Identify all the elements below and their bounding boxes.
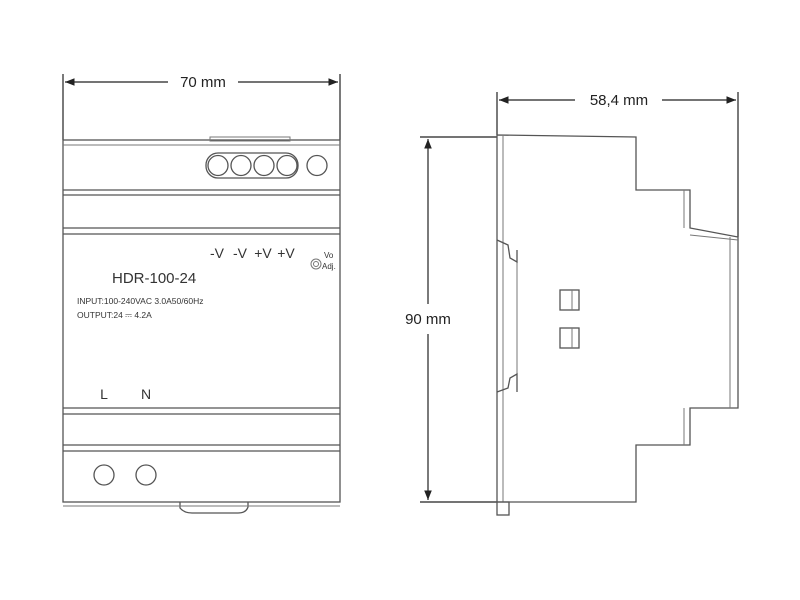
top-groove (209, 136, 291, 142)
width-dimension: 70 mm (62, 74, 341, 140)
input-label-n: N (141, 386, 151, 402)
height-dimension: 90 mm (405, 136, 497, 503)
vo-label: Vo (324, 251, 334, 260)
terminal-screw-icon (276, 154, 298, 177)
depth-dimension: 58,4 mm (496, 92, 739, 237)
adj-label: Adj. (322, 262, 336, 271)
output-label-3: +V (254, 245, 272, 261)
terminal-screw-icon (207, 154, 229, 177)
output-label-4: +V (277, 245, 295, 261)
output-terminal-block (205, 152, 328, 179)
side-profile-outline (496, 134, 739, 503)
input-label-l: L (100, 386, 108, 402)
front-body-outline (62, 139, 341, 503)
model-name: HDR-100-24 (112, 270, 196, 287)
terminal-screw-icon (253, 154, 275, 177)
width-dimension-label: 70 mm (180, 74, 226, 91)
din-clip (179, 502, 249, 514)
front-view: 70 mm -V -V +V +V Vo Adj. (62, 74, 341, 514)
output-label-1: -V (210, 245, 225, 261)
adjust-potentiometer-icon (306, 154, 328, 177)
height-dimension-label: 90 mm (405, 311, 451, 328)
depth-dimension-label: 58,4 mm (590, 92, 648, 109)
side-bottom-tab (496, 501, 510, 516)
output-label-2: -V (233, 245, 248, 261)
side-view: 58,4 mm 90 mm (405, 92, 739, 516)
din-rail-lower-hook (496, 372, 518, 393)
output-spec: OUTPUT:24 ⎓ 4.2A (77, 310, 152, 320)
input-screw-l-icon (93, 464, 115, 486)
side-vent-slots (559, 289, 580, 349)
input-screw-n-icon (135, 464, 157, 486)
terminal-screw-icon (230, 154, 252, 177)
input-spec: INPUT:100-240VAC 3.0A50/60Hz (77, 296, 203, 306)
din-rail-upper-hook (496, 239, 518, 264)
vo-adjust-indicator: Vo Adj. (310, 251, 336, 271)
